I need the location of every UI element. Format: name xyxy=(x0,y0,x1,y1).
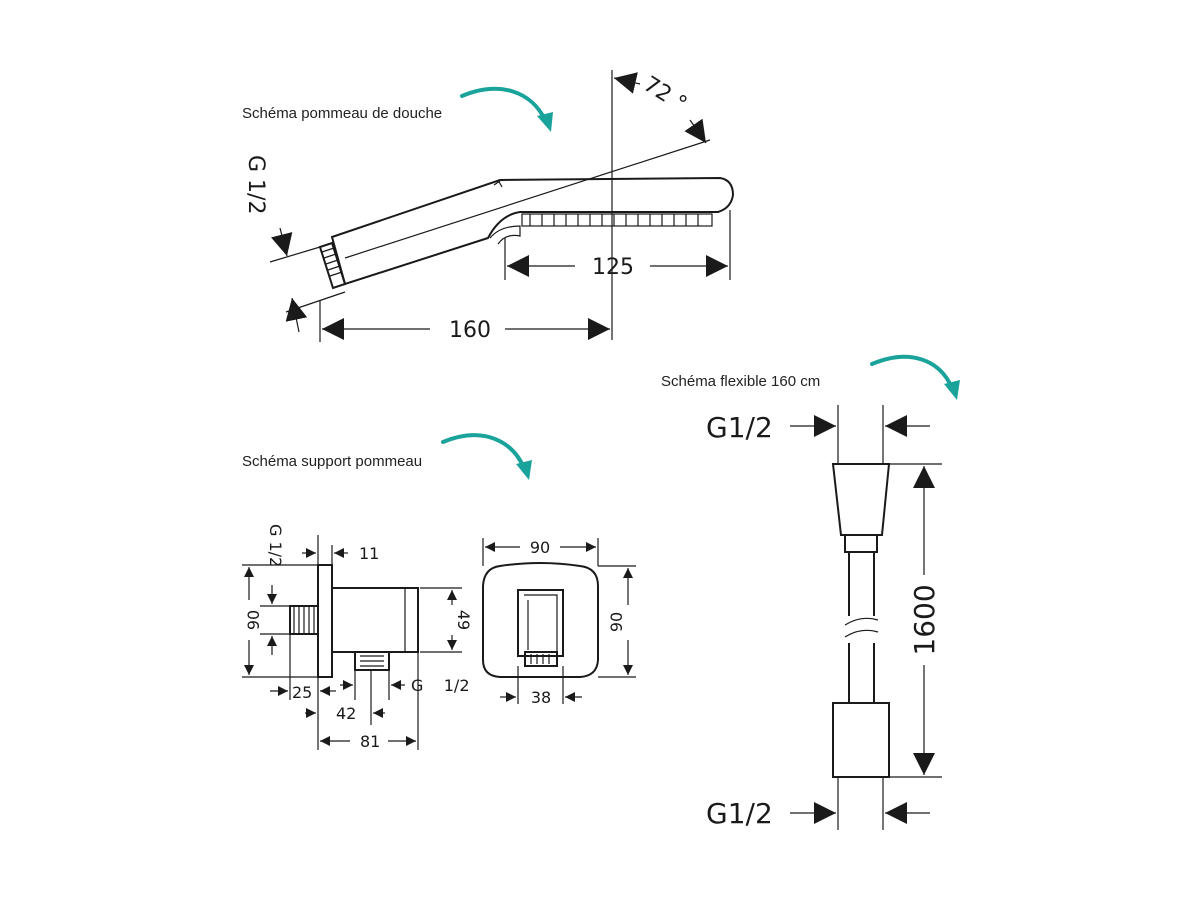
dimension-38: 38 xyxy=(531,688,551,707)
hose-drawing xyxy=(790,405,942,830)
dimension-90-right: 90 xyxy=(607,612,626,632)
dimension-81: 81 xyxy=(360,732,380,751)
dimension-90-top: 90 xyxy=(530,538,550,557)
teal-curved-arrow-icon xyxy=(870,354,960,400)
thread-label-head: G 1/2 xyxy=(243,155,268,214)
thread-label-hose-top: G1/2 xyxy=(706,411,773,444)
dimension-90-side: 90 xyxy=(244,610,263,630)
caption-holder: Schéma support pommeau xyxy=(242,453,422,470)
dimension-160: 160 xyxy=(449,318,491,343)
holder-front-view xyxy=(482,538,636,704)
angle-label: 72 ° xyxy=(639,72,691,118)
caption-hose: Schéma flexible 160 cm xyxy=(661,373,820,390)
spray-nozzles xyxy=(521,213,713,227)
dimension-125: 125 xyxy=(592,255,634,280)
thread-label-holder-bottom: G 1/2 xyxy=(411,676,470,695)
holder-side-view xyxy=(242,535,462,750)
dimension-25: 25 xyxy=(292,683,312,702)
dimension-42: 42 xyxy=(336,704,356,723)
teal-curved-arrow-icon xyxy=(460,86,553,132)
dimension-11: 11 xyxy=(359,544,379,563)
dimension-1600: 1600 xyxy=(908,584,941,655)
thread-label-holder-side: G 1/2 xyxy=(266,524,285,567)
caption-shower-head: Schéma pommeau de douche xyxy=(242,105,442,122)
dimension-49: 49 xyxy=(454,610,473,630)
teal-curved-arrow-icon xyxy=(441,433,532,480)
thread-label-hose-bottom: G1/2 xyxy=(706,797,773,830)
shower-head-drawing xyxy=(269,70,735,342)
